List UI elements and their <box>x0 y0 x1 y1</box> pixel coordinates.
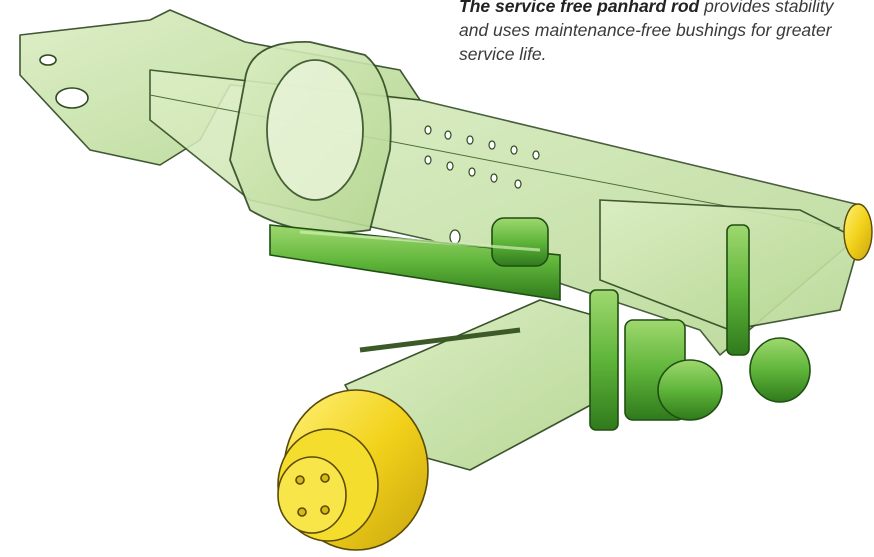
caption-text: The service free panhard rod provides st… <box>459 0 859 66</box>
caption-emphasis: The service free panhard rod <box>459 0 700 16</box>
wheel-hub-left <box>277 389 429 551</box>
wheel-hub-right <box>843 203 873 261</box>
accumulator-spheres <box>657 337 811 421</box>
panhard-rod <box>269 217 561 301</box>
hydraulic-cylinders <box>589 224 750 431</box>
cross-member-ring <box>229 41 392 234</box>
caption-body: provides stability and uses maintenance-… <box>459 0 834 64</box>
